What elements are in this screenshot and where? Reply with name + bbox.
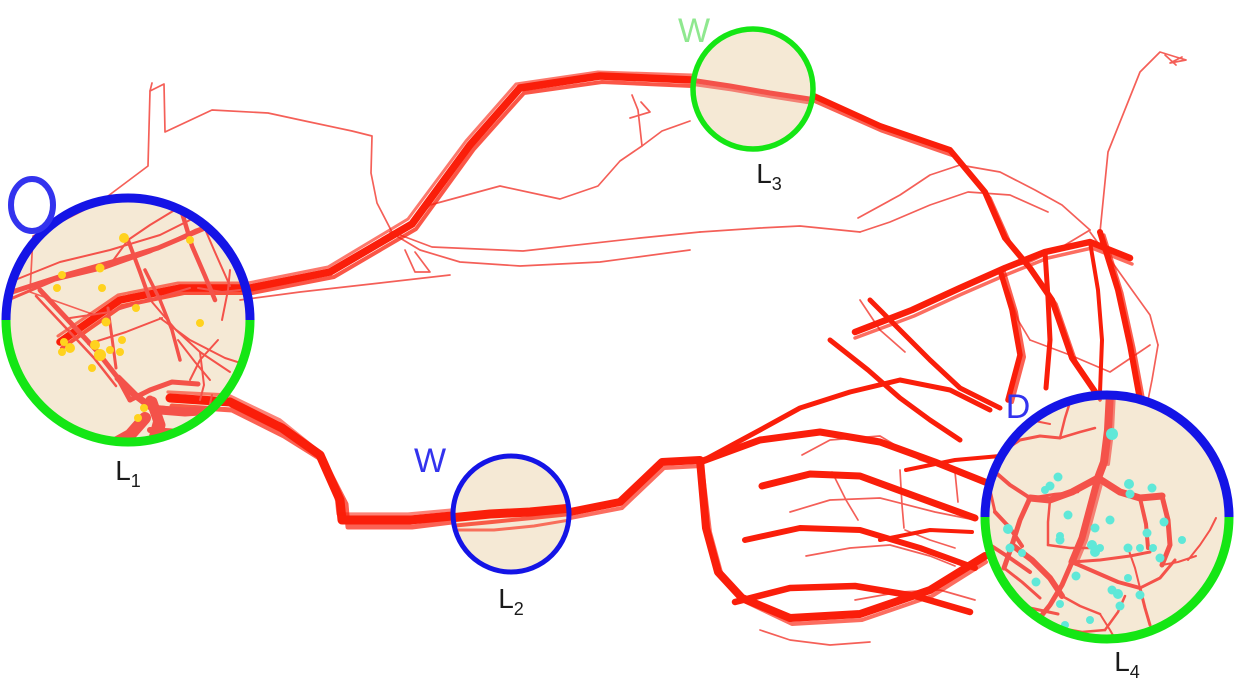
cluster-ring-l1-top [1, 193, 255, 321]
role-label-l4: D [1006, 388, 1031, 426]
cluster-label-l4-sub: 4 [1130, 662, 1140, 682]
cluster-label-l1-base: L [115, 455, 131, 486]
role-label-l3: W [678, 12, 710, 50]
cluster-label-l2-sub: 2 [514, 599, 524, 619]
cluster-network-l3 [693, 77, 813, 106]
cluster-ring-l2 [450, 453, 572, 575]
cluster-rings [1, 26, 1234, 644]
role-markers: W W D [8, 12, 1031, 480]
cluster-label-l4-base: L [1114, 646, 1130, 677]
cluster-network-l1 [6, 203, 250, 442]
cluster-label-l3-sub: 3 [772, 174, 782, 194]
cluster-label-l1: L1 [115, 455, 141, 491]
cluster-label-l2: L2 [498, 583, 524, 619]
cluster-label-l2-base: L [498, 583, 514, 614]
cluster-label-l1-sub: 1 [131, 471, 141, 491]
cluster-network-l2 [453, 503, 569, 532]
cluster-labels: L1 L2 L3 L4 [115, 158, 1140, 682]
trunk-trajectories [56, 70, 1146, 626]
cluster-ring-l4-bottom [980, 516, 1234, 644]
cluster-points-l4 [1003, 428, 1186, 629]
cluster-ring-l1-bottom [1, 319, 255, 447]
origin-ring-icon [8, 176, 56, 234]
cluster-label-l4: L4 [1114, 646, 1140, 682]
cluster-ring-l3 [690, 26, 816, 152]
cluster-points-l1 [53, 233, 204, 422]
cluster-label-l3-base: L [756, 158, 772, 189]
cluster-network-l4 [985, 395, 1217, 639]
cluster-label-l3: L3 [756, 158, 782, 194]
cluster-ring-l4-top [980, 390, 1234, 518]
role-label-l2: W [414, 442, 446, 480]
